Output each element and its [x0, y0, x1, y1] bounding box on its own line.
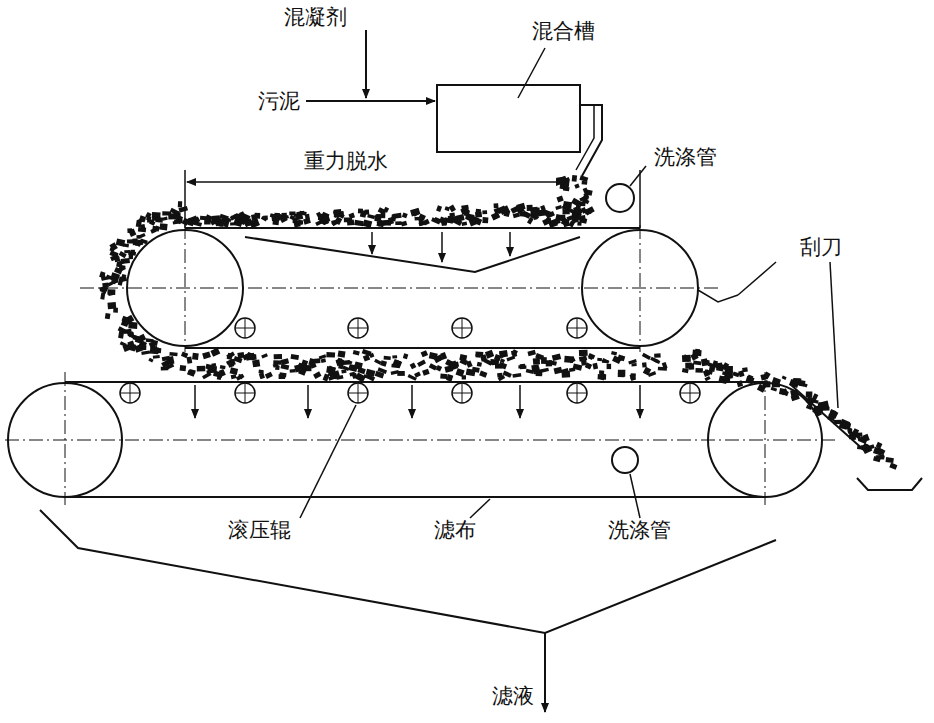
part-label: 重力脱水 — [302, 150, 390, 173]
part-label: 混凝剂 — [282, 6, 349, 29]
part-label: 刮刀 — [798, 236, 844, 259]
part-label: 滚压辊 — [226, 519, 293, 542]
part-label: 滤液 — [490, 685, 536, 708]
part-label: 混合槽 — [530, 20, 597, 43]
part-label: 洗涤管 — [606, 519, 673, 542]
part-label: 滤布 — [432, 519, 478, 542]
part-label: 洗涤管 — [652, 146, 719, 169]
part-label: 污泥 — [256, 90, 302, 113]
